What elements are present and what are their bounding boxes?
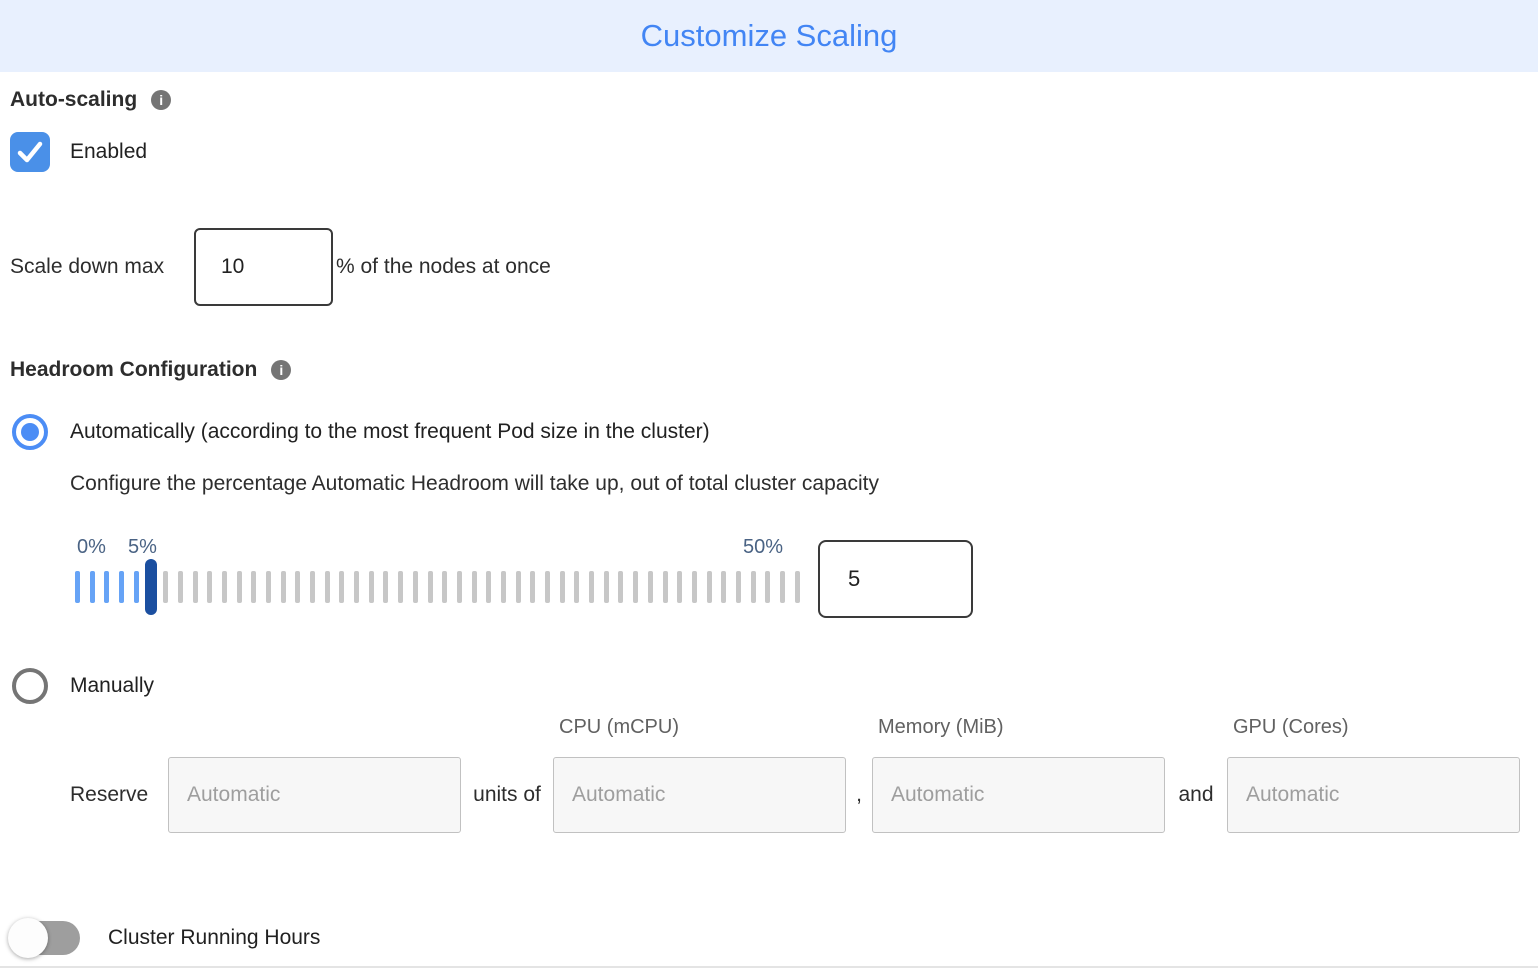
auto-scaling-enabled-row: Enabled — [10, 132, 1538, 172]
slider-tick — [618, 571, 624, 603]
reserve-memory-input[interactable] — [872, 757, 1165, 833]
slider-tick — [545, 571, 550, 603]
reserve-label: Reserve — [70, 783, 149, 806]
info-icon[interactable]: i — [271, 360, 292, 380]
slider-tick — [750, 571, 756, 603]
slider-tick — [236, 571, 242, 603]
slider-labels: 0% 5% 50% — [75, 536, 1055, 562]
slider-tick — [265, 571, 271, 603]
headroom-section-label: Headroom Configuration i — [10, 358, 1538, 382]
slider-tick — [662, 571, 668, 603]
slider-current-label: 5% — [128, 536, 157, 558]
slider-tick — [765, 571, 771, 603]
slider-tick — [427, 571, 433, 603]
slider-tick — [530, 571, 536, 603]
slider-tick — [500, 571, 506, 603]
checkmark-icon — [17, 141, 43, 163]
slider-tick — [706, 571, 712, 603]
slider-tick — [691, 571, 697, 603]
headroom-slider-track[interactable] — [75, 559, 800, 615]
enabled-checkbox-label: Enabled — [70, 140, 148, 163]
slider-max-label: 50% — [743, 536, 784, 558]
automatic-radio-label: Automatically (according to the most fre… — [70, 420, 710, 443]
slider-tick — [163, 571, 169, 603]
slider-tick — [310, 571, 315, 603]
scale-down-prefix-label: Scale down max — [10, 255, 165, 278]
headroom-automatic-option: Automatically (according to the most fre… — [12, 414, 1538, 450]
slider-tick — [633, 571, 639, 603]
scale-down-suffix-label: % of the nodes at once — [336, 255, 551, 278]
auto-scaling-section-label: Auto-scaling i — [10, 88, 1538, 112]
slider-tick — [486, 571, 492, 603]
toggle-knob — [8, 918, 48, 958]
scale-down-max-input[interactable] — [194, 228, 333, 306]
cluster-running-hours-label: Cluster Running Hours — [108, 926, 321, 949]
slider-tick — [794, 571, 800, 603]
manually-radio-label: Manually — [70, 674, 155, 697]
slider-tick — [412, 571, 418, 603]
slider-tick — [324, 571, 330, 603]
slider-tick — [574, 571, 580, 603]
slider-tick — [368, 571, 374, 603]
headroom-label: Headroom Configuration — [10, 358, 258, 381]
slider-tick — [104, 571, 110, 603]
and-label: and — [1178, 783, 1214, 806]
slider-tick — [133, 571, 139, 603]
dialog-header: Customize Scaling — [0, 0, 1538, 72]
reserve-row: Reserve units of , and — [10, 757, 1538, 833]
manually-radio[interactable] — [12, 668, 48, 704]
slider-tick — [735, 571, 741, 603]
slider-min-label: 0% — [77, 536, 106, 558]
slider-tick — [442, 571, 448, 603]
headroom-slider-block: 0% 5% 50% — [75, 536, 1055, 628]
cluster-running-hours-row: Cluster Running Hours — [8, 918, 320, 958]
headroom-percentage-input[interactable] — [818, 540, 973, 618]
slider-tick — [515, 571, 521, 603]
slider-tick — [589, 571, 595, 603]
slider-tick — [456, 571, 462, 603]
slider-tick — [339, 571, 345, 603]
slider-tick — [89, 571, 95, 603]
dialog-content: Auto-scaling i Enabled Scale down max % … — [0, 88, 1538, 833]
slider-tick — [780, 571, 785, 603]
bottom-divider — [0, 966, 1538, 968]
slider-handle[interactable] — [144, 559, 157, 615]
scale-down-row: Scale down max % of the nodes at once — [10, 228, 1538, 306]
slider-tick — [398, 571, 404, 603]
units-of-label: units of — [473, 783, 541, 806]
slider-tick — [75, 571, 80, 603]
slider-tick — [603, 571, 609, 603]
slider-tick — [383, 571, 389, 603]
reserve-cpu-input[interactable] — [553, 757, 846, 833]
reserve-gpu-input[interactable] — [1227, 757, 1520, 833]
dialog-title: Customize Scaling — [640, 18, 898, 53]
slider-tick — [647, 571, 653, 603]
slider-tick — [280, 571, 286, 603]
info-icon[interactable]: i — [151, 90, 172, 110]
cluster-running-hours-toggle[interactable] — [8, 918, 86, 958]
cpu-column-header: CPU (mCPU) — [559, 716, 679, 738]
reserve-column-headers: CPU (mCPU) Memory (MiB) GPU (Cores) — [10, 716, 1538, 739]
enabled-checkbox[interactable] — [10, 132, 50, 172]
comma-separator: , — [856, 783, 862, 806]
automatic-radio[interactable] — [12, 414, 48, 450]
slider-tick — [207, 571, 213, 603]
slider-tick — [251, 571, 257, 603]
slider-tick — [354, 571, 360, 603]
reserve-units-input[interactable] — [168, 757, 461, 833]
slider-tick — [119, 571, 125, 603]
slider-tick — [295, 571, 301, 603]
auto-scaling-label: Auto-scaling — [10, 88, 138, 111]
headroom-description: Configure the percentage Automatic Headr… — [70, 472, 879, 495]
slider-tick — [471, 571, 477, 603]
memory-column-header: Memory (MiB) — [878, 716, 1004, 738]
slider-tick — [177, 571, 183, 603]
slider-tick — [221, 571, 227, 603]
gpu-column-header: GPU (Cores) — [1233, 716, 1349, 738]
slider-tick — [192, 571, 198, 603]
headroom-manual-option: Manually — [12, 668, 1538, 704]
slider-tick — [721, 571, 727, 603]
slider-tick — [677, 571, 683, 603]
slider-tick — [559, 571, 565, 603]
